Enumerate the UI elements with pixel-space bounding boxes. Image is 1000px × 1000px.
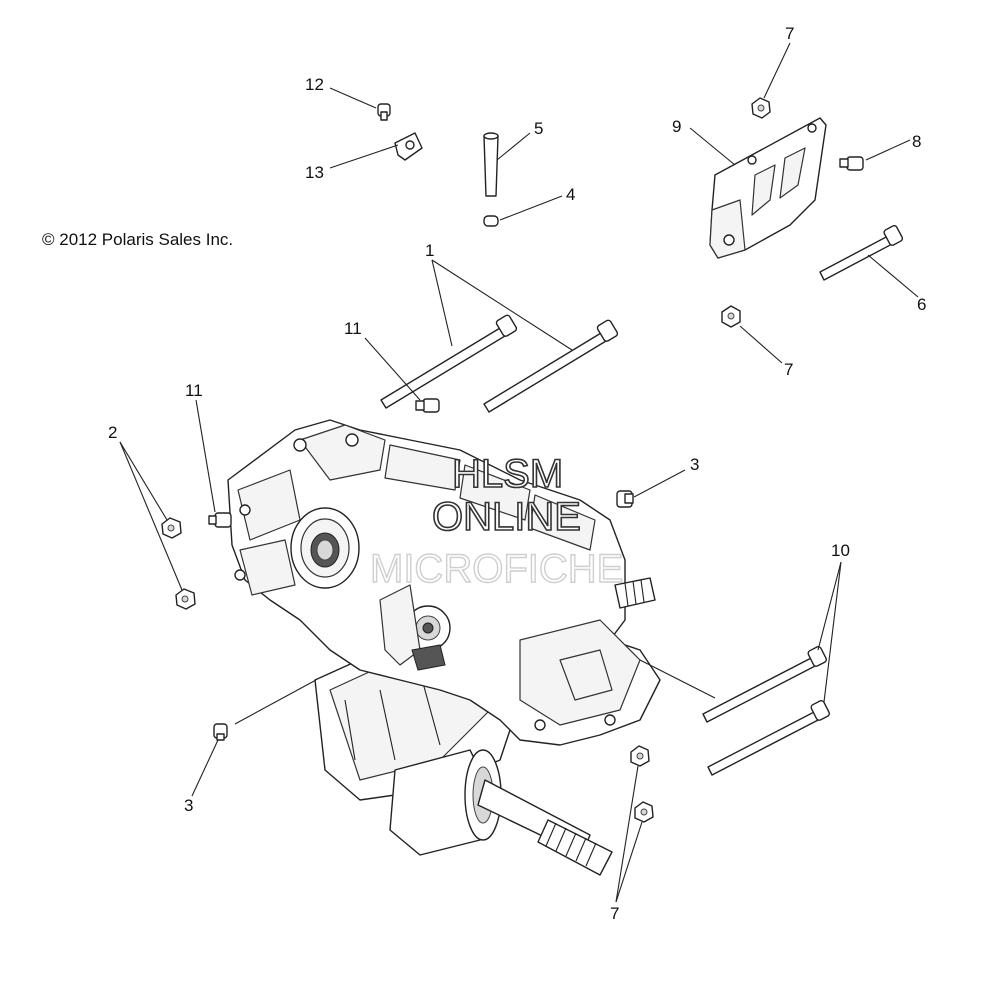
mount-bracket-9	[709, 117, 827, 259]
watermark: HLSM ONLINE MICROFICHE	[369, 451, 624, 592]
output-shaft	[477, 779, 613, 876]
watermark-line-1: HLSM	[452, 452, 563, 496]
long-bolt-10b	[707, 700, 830, 776]
callout-10: 10	[831, 541, 850, 560]
nut-2-upper	[161, 517, 182, 539]
dowel-pin-5	[483, 132, 499, 197]
bolt-11-upper	[415, 398, 440, 413]
watermark-line-2: ONLINE	[432, 495, 581, 539]
bolt-8	[839, 156, 864, 171]
leader-lines	[119, 42, 919, 903]
long-bolt-1a	[380, 314, 518, 409]
callout-6: 6	[917, 295, 926, 314]
bolt-3-left	[213, 723, 228, 741]
callout-7-top: 7	[785, 24, 794, 43]
callout-13: 13	[305, 163, 324, 182]
nut-2-lower	[175, 588, 196, 610]
callout-9: 9	[672, 117, 681, 136]
dowel-4	[483, 215, 499, 227]
callout-2: 2	[108, 423, 117, 442]
long-bolt-1b	[483, 319, 619, 413]
nut-7-bottom-lower	[634, 801, 654, 823]
callout-12: 12	[305, 75, 324, 94]
clip-13	[394, 132, 423, 161]
callout-11-left: 11	[185, 381, 203, 400]
callout-3-right: 3	[690, 455, 699, 474]
nut-7-bottom-upper	[630, 745, 650, 767]
nut-7-mid	[721, 305, 741, 328]
callout-4: 4	[566, 185, 575, 204]
copyright-notice: © 2012 Polaris Sales Inc.	[42, 230, 233, 249]
callout-7-bottom: 7	[610, 904, 619, 923]
bolt-6	[819, 225, 904, 281]
bolt-3-right	[616, 490, 634, 508]
watermark-line-3: MICROFICHE	[370, 547, 623, 591]
bolt-11-left	[208, 512, 232, 528]
callout-1: 1	[425, 241, 434, 260]
callout-3-bottom: 3	[184, 796, 193, 815]
callout-8: 8	[912, 132, 921, 151]
callout-7-mid: 7	[784, 360, 793, 379]
callout-5: 5	[534, 119, 543, 138]
nut-7-top	[751, 97, 771, 119]
screw-12	[377, 103, 391, 121]
callout-labels: 1 2 3 3 4 5 6 7 7 7 8 9 10 11 11 12 13	[108, 24, 926, 923]
engine-crankcase	[227, 419, 661, 856]
callout-11-upper: 11	[344, 319, 362, 338]
long-bolt-10a	[702, 646, 827, 723]
